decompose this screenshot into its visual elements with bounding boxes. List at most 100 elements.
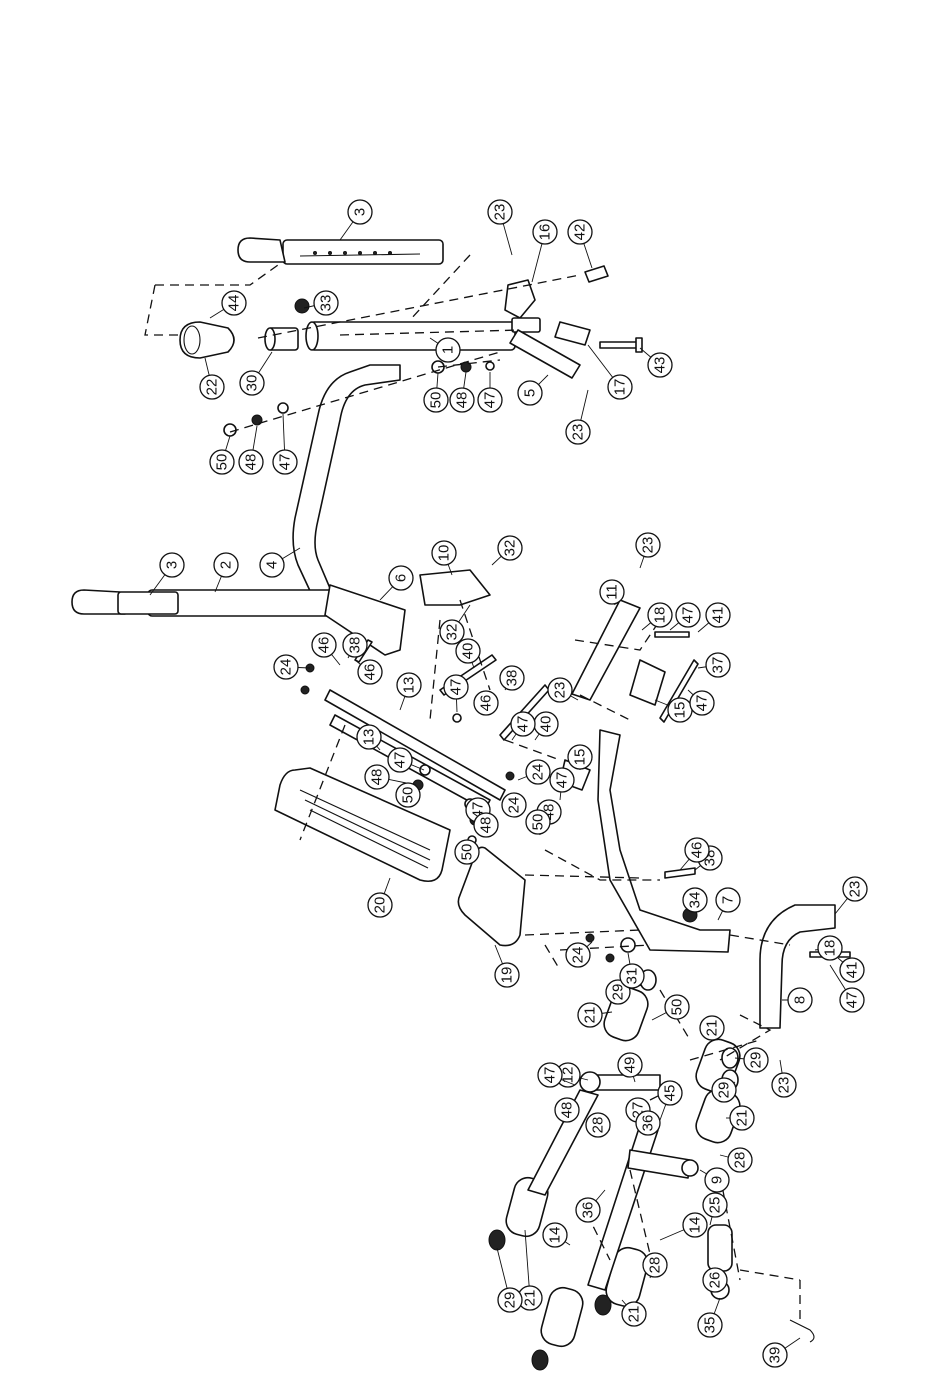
callout-number: 47 <box>680 607 697 624</box>
part-22-cap <box>180 322 234 358</box>
callout-c40b: 40 <box>534 712 558 740</box>
callout-number: 47 <box>515 716 532 733</box>
callout-number: 25 <box>707 1197 724 1214</box>
callout-number: 47 <box>844 992 861 1009</box>
part-17-plate <box>555 322 590 345</box>
callout-number: 21 <box>582 1007 599 1024</box>
part-callouts: 1233456789101112131314141515161718181920… <box>150 200 867 1367</box>
callout-number: 48 <box>559 1102 576 1119</box>
callout-c48a: 48 <box>450 372 474 412</box>
callout-number: 47 <box>392 752 409 769</box>
callout-c47d: 47 <box>444 675 468 712</box>
callout-number: 46 <box>362 664 379 681</box>
callout-number: 29 <box>502 1292 519 1309</box>
part-3-lower-handle <box>72 590 178 614</box>
callout-c37: 37 <box>698 653 730 677</box>
callout-c24b: 24 <box>518 760 550 784</box>
callout-c26: 26 <box>703 1268 727 1292</box>
callout-c29d: 29 <box>497 1248 522 1312</box>
callout-c36b: 36 <box>576 1190 605 1222</box>
callout-number: 3 <box>352 208 369 216</box>
callout-number: 41 <box>710 607 727 624</box>
callout-c41b: 41 <box>838 958 864 982</box>
part-42-bolt <box>585 266 608 282</box>
callout-c39: 39 <box>763 1338 800 1367</box>
callout-c50c: 50 <box>396 783 420 807</box>
callout-number: 42 <box>572 224 589 241</box>
part-43-bolt <box>600 338 642 352</box>
callout-c46b: 46 <box>355 660 382 684</box>
callout-number: 29 <box>748 1052 765 1069</box>
callout-c21e: 21 <box>622 1300 646 1326</box>
callout-number: 22 <box>204 379 221 396</box>
part-20-backrest-pad <box>275 768 450 881</box>
callout-c2: 2 <box>214 553 238 592</box>
callout-number: 24 <box>570 947 587 964</box>
callout-c38b: 38 <box>500 666 524 690</box>
callout-number: 18 <box>652 607 669 624</box>
part-39-pin <box>790 1320 814 1342</box>
callout-c3a: 3 <box>340 200 372 240</box>
callout-c24d: 24 <box>566 942 592 967</box>
callout-number: 46 <box>316 637 333 654</box>
part-3-upper-handle <box>238 238 443 264</box>
callout-number: 48 <box>243 454 260 471</box>
callout-c14a: 14 <box>543 1223 570 1247</box>
callout-number: 29 <box>610 984 627 1001</box>
callout-number: 40 <box>460 643 477 660</box>
callout-number: 33 <box>318 295 335 312</box>
callout-number: 20 <box>372 897 389 914</box>
callout-number: 36 <box>640 1115 657 1132</box>
callout-number: 23 <box>776 1077 793 1094</box>
callout-c5: 5 <box>518 375 548 405</box>
callout-c15a: 15 <box>568 745 592 770</box>
callout-number: 34 <box>687 892 704 909</box>
callout-number: 13 <box>401 677 418 694</box>
callout-number: 24 <box>530 764 547 781</box>
callout-number: 8 <box>792 996 809 1004</box>
callout-number: 24 <box>506 797 523 814</box>
callout-c47h: 47 <box>550 768 574 800</box>
callout-c6: 6 <box>380 566 413 600</box>
callout-number: 47 <box>448 679 465 696</box>
callout-c14b: 14 <box>660 1213 707 1240</box>
callout-c13b: 13 <box>357 725 381 750</box>
callout-c40a: 40 <box>456 639 480 668</box>
callout-number: 14 <box>687 1217 704 1234</box>
callout-c50b: 50 <box>210 436 234 474</box>
callout-c3b: 3 <box>150 553 184 595</box>
callout-c35: 35 <box>698 1298 722 1337</box>
callout-number: 41 <box>844 962 861 979</box>
callout-c23f: 23 <box>772 1060 796 1097</box>
callout-c23b: 23 <box>566 390 590 444</box>
callout-c42: 42 <box>568 220 592 268</box>
callout-number: 46 <box>478 695 495 712</box>
callout-number: 44 <box>226 295 243 312</box>
callout-c46c: 46 <box>474 691 498 715</box>
callout-c9: 9 <box>700 1168 729 1192</box>
callout-c10: 10 <box>432 541 456 575</box>
callout-number: 5 <box>522 389 539 397</box>
callout-number: 14 <box>547 1227 564 1244</box>
callout-c32b: 32 <box>440 605 470 644</box>
callout-c23a: 23 <box>488 200 512 255</box>
callout-c16: 16 <box>532 220 557 282</box>
callout-number: 50 <box>428 392 445 409</box>
callout-number: 11 <box>604 584 621 600</box>
callout-number: 36 <box>580 1202 597 1219</box>
callout-c7: 7 <box>716 888 740 920</box>
callout-number: 47 <box>694 695 711 712</box>
callout-number: 50 <box>669 999 686 1016</box>
callout-number: 1 <box>440 346 457 354</box>
callout-number: 23 <box>640 537 657 554</box>
callout-number: 40 <box>538 716 555 733</box>
callout-number: 47 <box>277 454 294 471</box>
part-31-bushing <box>621 938 635 952</box>
callout-number: 31 <box>624 968 641 985</box>
callout-number: 47 <box>554 772 571 789</box>
callout-c47a: 47 <box>478 372 502 412</box>
callout-c28b: 28 <box>720 1148 752 1172</box>
callout-c28a: 28 <box>586 1113 610 1137</box>
callout-number: 23 <box>570 424 587 441</box>
callout-number: 3 <box>164 561 181 569</box>
